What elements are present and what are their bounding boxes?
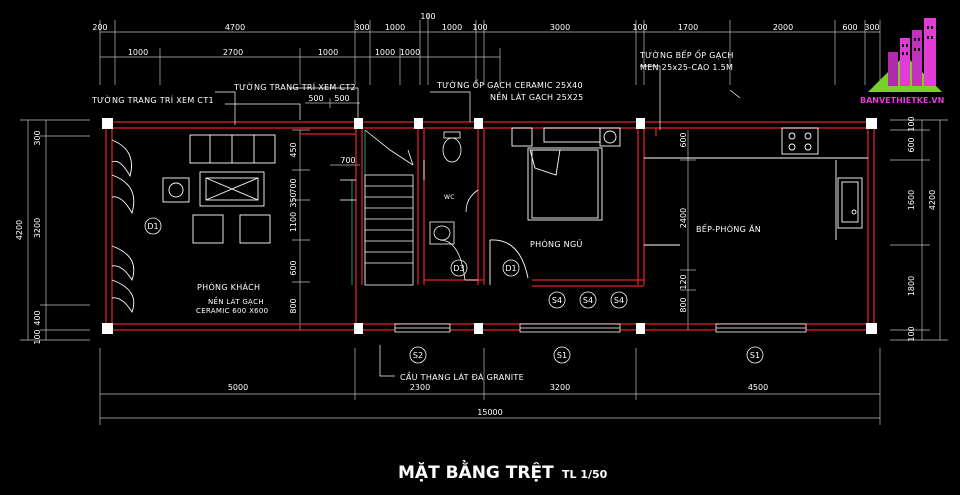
dim-right-0: 100 [907, 116, 916, 131]
tag-s4-a: S4 [552, 296, 562, 305]
dim-top-1: 4700 [225, 23, 245, 32]
tag-s1-a: S1 [557, 351, 567, 360]
wc-fixtures [423, 131, 479, 281]
dim-top-0: 200 [92, 23, 107, 32]
label-kitchen-wall-2: MEN 25x25-CAO 1.5M [640, 63, 733, 72]
dim-right-1: 600 [907, 137, 916, 152]
dim-right-4: 100 [907, 326, 916, 341]
dim-top-2: 300 [354, 23, 369, 32]
dim-small-0: 500 [308, 94, 323, 103]
dim-top-3: 1000 [385, 23, 405, 32]
staircase [340, 129, 414, 286]
drawing-scale: TL 1/50 [562, 468, 608, 481]
dim-bottom-0: 5000 [228, 383, 248, 392]
dim-mida-1: 700 [289, 178, 298, 193]
dim-left-2: 400 [33, 310, 42, 325]
kitchen-fixtures [644, 127, 868, 246]
dim-bottom-total: 15000 [477, 408, 502, 417]
dimension-lines [20, 14, 948, 425]
bedroom-furniture [489, 127, 621, 285]
dim-midb-1: 2400 [679, 208, 688, 228]
dim-left-total: 4200 [15, 220, 24, 240]
tag-texts: D1 D3 D1 S4 S4 S4 S2 S1 S1 [147, 222, 760, 360]
dimension-text-vertical: 4200 300 3200 400 100 4200 100 600 1600 … [15, 116, 937, 344]
dim-left-3: 100 [33, 329, 42, 344]
label-wall-ct1: TƯỜNG TRANG TRÍ XEM CT1 [91, 94, 214, 105]
label-bedroom: PHÒNG NGỦ [530, 238, 583, 249]
tag-s4-b: S4 [583, 296, 593, 305]
dim-bottom-3: 4500 [748, 383, 768, 392]
label-floor-tile: NỀN LÁT GẠCH 25X25 [490, 90, 584, 103]
dim-top-6: 100 [632, 23, 647, 32]
dim-top-10: 300 [864, 23, 879, 32]
living-room-furniture [111, 134, 276, 314]
label-living-room: PHÒNG KHÁCH [197, 281, 260, 292]
dim-small-2: 700 [340, 156, 355, 165]
label-living-floor-1: NỀN LÁT GẠCH [208, 296, 264, 306]
windows-bottom [394, 323, 807, 333]
dim-right-3: 1800 [907, 276, 916, 296]
dim-top-extra: 100 [420, 12, 435, 21]
drawing-title: MẶT BẰNG TRỆT [398, 459, 554, 483]
label-kitchen: BẾP-PHÒNG ĂN [696, 223, 761, 234]
logo-text: BANVETHIETKE.VN [860, 96, 944, 105]
dim-mida-4: 600 [289, 260, 298, 275]
walls [105, 121, 875, 331]
dim-left-0: 300 [33, 130, 42, 145]
dim-midb-3: 800 [679, 297, 688, 312]
dim-midb-2: 120 [679, 274, 688, 289]
tag-circles [144, 217, 764, 364]
wall-columns [102, 118, 877, 334]
dimension-text: 200 4700 300 1000 100 1000 100 3000 100 … [92, 12, 879, 417]
dim-top-5: 3000 [550, 23, 570, 32]
tag-d3: D3 [453, 264, 464, 273]
tag-s1-b: S1 [750, 351, 760, 360]
dim-mida-3: 1100 [289, 212, 298, 232]
dim-inner-4: 1000 [400, 48, 420, 57]
dim-right-2: 1600 [907, 190, 916, 210]
dim-bottom-1: 2300 [410, 383, 430, 392]
dim-inner-2: 1000 [318, 48, 338, 57]
dim-mida-2: 350 [289, 192, 298, 207]
dim-top-7: 1700 [678, 23, 698, 32]
room-labels: TƯỜNG TRANG TRÍ XEM CT2 TƯỜNG TRANG TRÍ … [91, 48, 761, 382]
tag-s2: S2 [413, 351, 423, 360]
label-kitchen-wall-1: TƯỜNG BẾP ỐP GẠCH [639, 48, 734, 61]
dim-mida-0: 450 [289, 142, 298, 157]
dim-small-1: 500 [334, 94, 349, 103]
tag-s4-c: S4 [614, 296, 624, 305]
label-living-floor-2: CERAMIC 600 X600 [196, 307, 268, 315]
dim-bottom-2: 3200 [550, 383, 570, 392]
leader-lines [215, 65, 741, 377]
label-stair: CẦU THANG LÁT ĐÁ GRANITE [400, 370, 524, 382]
dim-midb-0: 600 [679, 132, 688, 147]
dim-top-3b: 1000 [442, 23, 462, 32]
dim-mida-5: 800 [289, 298, 298, 313]
dim-inner-1: 2700 [223, 48, 243, 57]
dim-left-1: 3200 [33, 218, 42, 238]
dim-top-4: 100 [472, 23, 487, 32]
dim-inner-3: 1000 [375, 48, 395, 57]
label-wc: WC [444, 194, 455, 201]
label-wall-ct2: TƯỜNG TRANG TRÍ XEM CT2 [233, 81, 356, 92]
dim-right-total: 4200 [928, 190, 937, 210]
dim-top-8: 2000 [773, 23, 793, 32]
tag-d1-mid: D1 [505, 264, 516, 273]
logo: BANVETHIETKE.VN [860, 18, 944, 105]
tag-d1-left: D1 [147, 222, 158, 231]
label-ceramic-wall: TƯỜNG ỐP GẠCH CERAMIC 25X40 [436, 78, 583, 91]
dim-inner-0: 1000 [128, 48, 148, 57]
dim-top-9: 600 [842, 23, 857, 32]
